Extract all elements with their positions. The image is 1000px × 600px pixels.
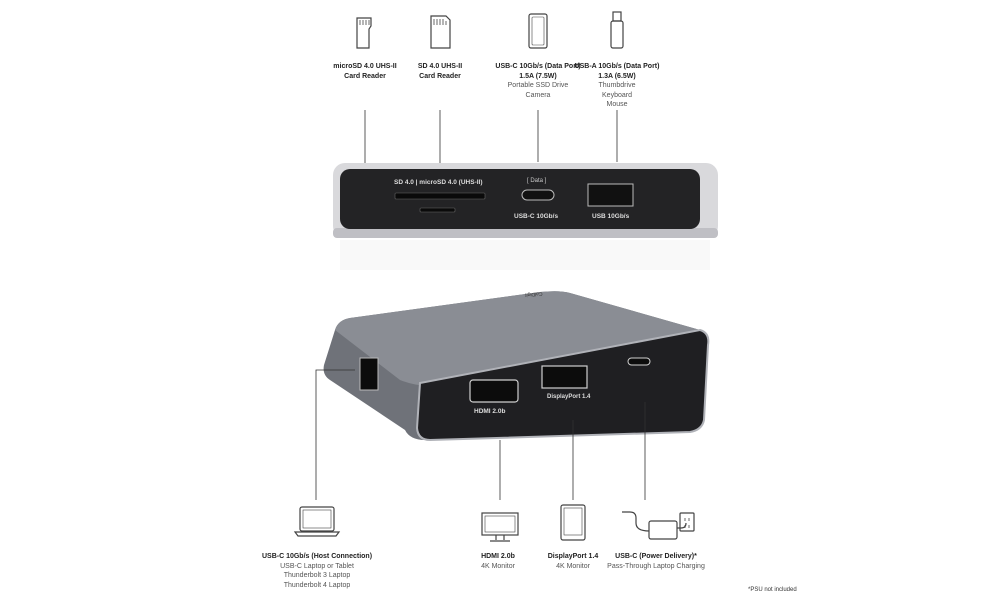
data-port-label: [ Data ] — [527, 178, 547, 184]
usba-port-label: USB 10Gb/s — [592, 213, 630, 220]
laptop-icon — [293, 506, 341, 537]
hdmi-port-label: HDMI 2.0b — [474, 408, 506, 415]
power-adapter-icon — [622, 511, 695, 540]
hdmi-port — [469, 379, 519, 403]
displayport-port-label: DisplayPort 1.4 — [547, 394, 591, 400]
usbc-data-port-label: USB-C 10Gb/s (Data Port)1.5A (7.5W)Porta… — [495, 63, 581, 99]
host-connection-label: USB-C 10Gb/s (Host Connection)USB-C Lapt… — [261, 553, 373, 589]
tablet-icon — [560, 504, 586, 541]
displayport-port — [541, 365, 588, 389]
psu-footnote: *PSU not included — [748, 587, 797, 593]
usbc-host-port — [359, 357, 379, 391]
top-device-front — [333, 163, 718, 238]
usba-port — [587, 183, 634, 207]
usbc-port-label: USB-C 10Gb/s — [514, 213, 559, 220]
monitor-icon — [481, 512, 519, 542]
sd-slot — [394, 192, 486, 200]
bottom-device — [323, 291, 710, 442]
portable-ssd-icon — [528, 13, 548, 49]
bottom-leader-lines — [315, 369, 646, 500]
usbc-pd-port — [627, 357, 651, 366]
thumbdrive-icon — [610, 11, 624, 49]
usbc-data-port — [521, 189, 555, 201]
microsd-slot — [419, 207, 456, 213]
usba-data-port-label: USB-A 10Gb/s (Data Port)1.3A (6.5W)Thumb… — [574, 63, 660, 108]
card-slot-label: SD 4.0 | microSD 4.0 (UHS-II) — [394, 179, 483, 186]
power-delivery-label: USB-C (Power Delivery)*Pass-Through Lapt… — [607, 553, 705, 570]
sd-card-icon — [430, 15, 451, 49]
microsd-card-icon — [356, 17, 372, 49]
